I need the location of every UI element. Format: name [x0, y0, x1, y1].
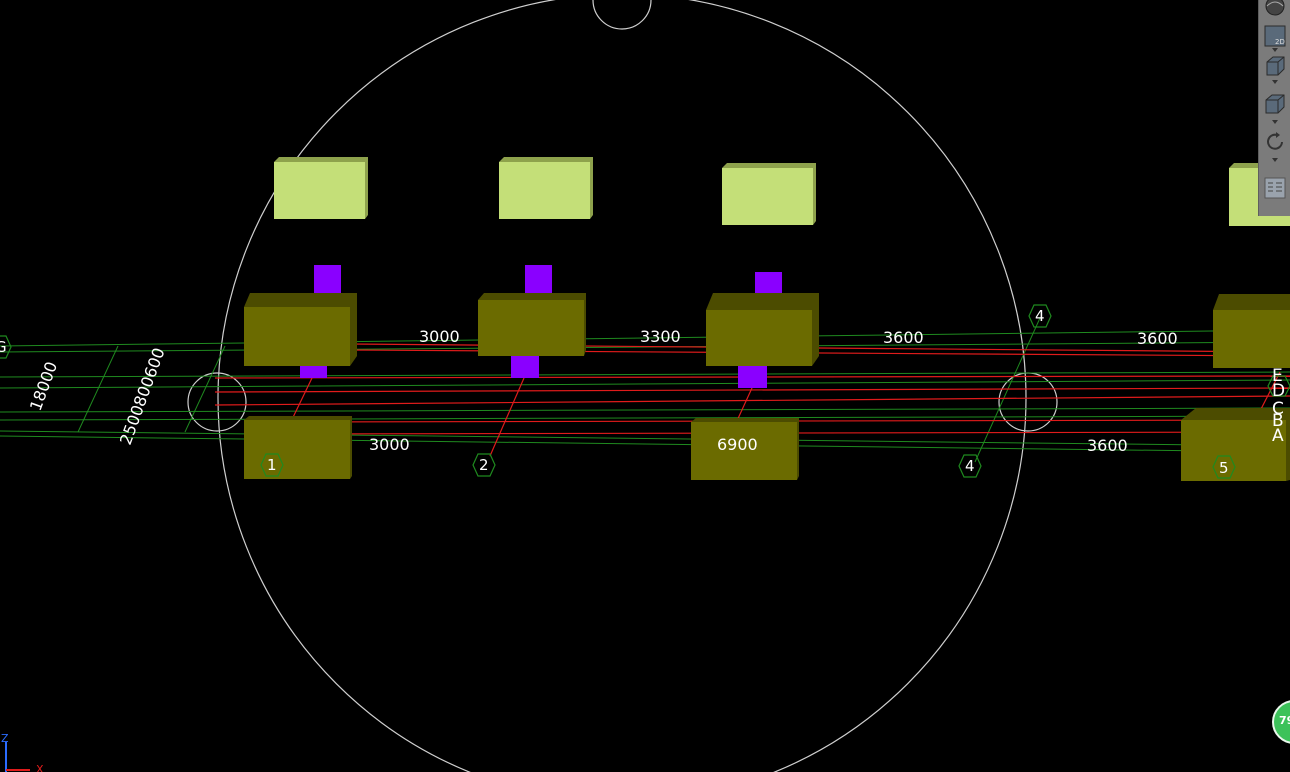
- grid-bubble-1: [260, 453, 284, 477]
- grid-label-5: 5: [1219, 459, 1229, 477]
- dim-top-3: 3600: [883, 328, 924, 347]
- row-label-a: A: [1272, 426, 1284, 446]
- column[interactable]: [525, 265, 552, 293]
- dim-bottom-3: 3600: [1087, 436, 1128, 455]
- view-navigation-toolbar: 2D: [1258, 0, 1290, 216]
- dim-bottom-2: 6900: [717, 435, 758, 454]
- box-view-dropdown-arrow[interactable]: [1272, 120, 1278, 124]
- row-label-e: E: [1272, 366, 1283, 386]
- columns[interactable]: [300, 265, 782, 388]
- grid-label-left: G: [0, 338, 7, 356]
- grid-label-4-bottom: 4: [965, 457, 975, 475]
- zoom-value: 79: [1279, 714, 1290, 727]
- slab[interactable]: [274, 157, 368, 219]
- grid-lines: [0, 317, 1290, 463]
- row-label-d: D: [1272, 381, 1285, 401]
- row-label-b: B: [1272, 411, 1284, 431]
- cube-view-icon[interactable]: [1263, 54, 1287, 78]
- dim-top-2: 3300: [640, 327, 681, 346]
- pile-cap-1-lower[interactable]: [244, 416, 352, 479]
- column[interactable]: [511, 356, 539, 378]
- grid-bubble-4-bottom: [958, 454, 982, 478]
- grid-bubbles: [0, 304, 1290, 479]
- slab[interactable]: [722, 163, 816, 225]
- orbit-sphere-icon[interactable]: [1263, 0, 1287, 18]
- grid-bubble-2: [472, 453, 496, 477]
- slabs[interactable]: [274, 157, 1290, 226]
- pile-cap-3-lower[interactable]: [691, 418, 799, 480]
- cube-view-dropdown-arrow[interactable]: [1272, 80, 1278, 84]
- rotate-icon[interactable]: [1263, 130, 1287, 154]
- orbit-handle-top[interactable]: [592, 0, 652, 30]
- grid-label-2: 2: [479, 456, 489, 474]
- pile-cap-5-upper[interactable]: [1213, 294, 1290, 368]
- grid-label-4-right: 4: [1035, 307, 1045, 325]
- column[interactable]: [300, 363, 327, 378]
- grid-bubble-labels: 1 2 4 5 4 G: [0, 307, 1229, 477]
- rotate-dropdown-arrow[interactable]: [1272, 158, 1278, 162]
- dim-bottom-1: 3000: [369, 435, 410, 454]
- ucs-x-label: X: [36, 763, 44, 772]
- view-2d-button[interactable]: 2D: [1263, 24, 1287, 48]
- column[interactable]: [755, 272, 782, 294]
- view-dropdown-arrow[interactable]: [1272, 48, 1278, 52]
- row-labels: E D C B A: [1272, 366, 1285, 446]
- dim-top-1: 3000: [419, 327, 460, 346]
- row-label-c: C: [1272, 399, 1284, 419]
- orbit-handle-left[interactable]: [187, 372, 247, 432]
- ucs-z-label: Z: [1, 732, 9, 745]
- pile-cap-2-upper[interactable]: [478, 293, 586, 356]
- view-2d-label: 2D: [1275, 38, 1285, 46]
- column[interactable]: [738, 364, 767, 388]
- column[interactable]: [314, 265, 341, 293]
- foundations[interactable]: [244, 293, 1290, 481]
- grid-bubble-left: [0, 335, 12, 359]
- grid-bubble-right-a: [1267, 375, 1290, 397]
- grid-bubble-4-right: [1028, 304, 1052, 328]
- pile-cap-3-upper[interactable]: [706, 293, 819, 366]
- dim-top-4: 3600: [1137, 329, 1178, 348]
- slab[interactable]: [499, 157, 593, 219]
- grid-bubble-5: [1212, 455, 1236, 479]
- pile-cap-1-upper[interactable]: [244, 293, 357, 366]
- grid-label-1: 1: [267, 456, 277, 474]
- display-settings-icon[interactable]: [1263, 176, 1287, 200]
- box-view-icon[interactable]: [1263, 92, 1287, 116]
- ucs-axis-icon: Z X: [1, 732, 44, 772]
